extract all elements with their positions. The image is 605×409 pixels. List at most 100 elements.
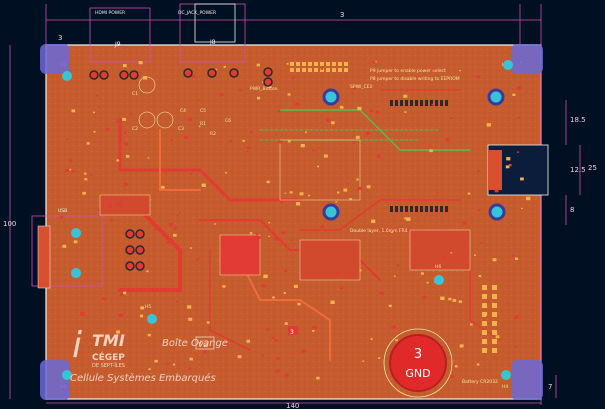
- smd-pad: [393, 275, 396, 277]
- through-hole-pad: [99, 70, 109, 80]
- header-pin: [395, 206, 398, 212]
- smd-pad: [276, 357, 280, 360]
- mount-hole-h3: [62, 370, 72, 380]
- smd-pad: [308, 194, 311, 197]
- smd-pad: [242, 139, 245, 142]
- smd-pad: [448, 297, 452, 301]
- smd-pad: [518, 116, 520, 119]
- smd-pad: [365, 131, 370, 136]
- smd-pad: [289, 191, 293, 194]
- smd-pad: [222, 261, 224, 264]
- header-pin: [492, 339, 497, 344]
- component-ic-2: [299, 239, 361, 281]
- dim-left-3-value: 3: [58, 34, 62, 42]
- smd-pad: [277, 110, 281, 113]
- smd-pad: [343, 188, 348, 192]
- smd-pad: [98, 106, 101, 108]
- smd-pad: [505, 165, 510, 169]
- smd-pad: [429, 149, 433, 153]
- header-pin: [320, 68, 324, 72]
- smd-pad: [275, 369, 280, 373]
- smd-pad: [506, 157, 511, 161]
- j9-top-label: HDMI POWER: [95, 10, 125, 16]
- smd-pad: [82, 191, 86, 195]
- smd-pad: [359, 269, 362, 272]
- through-hole-pad: [89, 70, 99, 80]
- smd-pad: [229, 140, 232, 142]
- smd-pad: [370, 338, 373, 341]
- smd-pad: [477, 170, 480, 172]
- smd-pad: [512, 254, 515, 257]
- usb-label: USB: [58, 208, 67, 214]
- smd-pad: [492, 258, 497, 262]
- mount-hole-h4: [501, 370, 511, 380]
- smd-pad: [223, 65, 226, 68]
- header-pin: [425, 206, 428, 212]
- through-hole-pad: [263, 77, 273, 87]
- smd-pad: [191, 74, 196, 78]
- through-hole-pad: [129, 70, 139, 80]
- smd-pad: [257, 236, 261, 239]
- trace-signal-5: [159, 129, 201, 191]
- header-pin: [405, 206, 408, 212]
- note-jumper-2: P8 jumper to disable writing to EEPROM: [370, 76, 460, 82]
- smd-pad: [129, 113, 133, 116]
- header-pin: [415, 100, 418, 106]
- header-top: [290, 62, 348, 72]
- smd-pad: [476, 363, 480, 366]
- smd-pad: [286, 63, 289, 65]
- logo-cegep: CÉGEP: [92, 351, 125, 363]
- c3-label: C3: [178, 126, 184, 132]
- smd-pad: [69, 168, 72, 171]
- c5-label: C5: [200, 108, 206, 114]
- smd-pad: [476, 75, 480, 78]
- smd-pad: [486, 316, 488, 318]
- smd-pad: [467, 192, 471, 195]
- dim-width-value: 140: [286, 402, 299, 409]
- smd-pad: [84, 172, 87, 175]
- smd-pad: [290, 239, 293, 241]
- smd-pad: [280, 201, 284, 204]
- corner-pad-tr: [511, 44, 543, 74]
- smd-pad: [173, 233, 177, 237]
- battery-number: 3: [414, 347, 422, 362]
- trace-signal-2: [239, 259, 331, 361]
- smd-pad: [123, 291, 127, 295]
- battery-outline: [383, 328, 453, 398]
- smd-pad: [201, 183, 206, 187]
- smd-pad: [284, 322, 288, 325]
- smd-pad: [353, 87, 356, 90]
- smd-pad: [449, 375, 454, 378]
- smd-pad: [71, 170, 75, 173]
- header-pin: [492, 294, 497, 299]
- through-hole-pad: [125, 261, 135, 271]
- header-pin: [482, 348, 487, 353]
- trace-signal-6: [209, 249, 251, 351]
- smd-pad: [118, 313, 123, 318]
- smd-pad: [445, 137, 450, 142]
- smd-pad: [122, 117, 126, 121]
- header-pin: [390, 206, 393, 212]
- smd-pad: [352, 141, 356, 144]
- smd-pad: [255, 233, 259, 236]
- smd-pad: [222, 285, 226, 288]
- board-subtitle: Cellule Systèmes Embarqués: [70, 372, 216, 384]
- smd-pad: [297, 302, 301, 306]
- header-pin: [405, 100, 408, 106]
- smd-pad: [301, 349, 306, 353]
- smd-pad: [123, 131, 127, 134]
- board-version: v2: [198, 340, 209, 350]
- smd-pad: [452, 299, 457, 302]
- top-connectors: J9 J8 HDMI POWER DC_JACK_POWER: [89, 3, 246, 63]
- logo-i: i: [72, 325, 82, 366]
- smd-pad: [185, 366, 187, 368]
- smd-pad: [292, 76, 295, 79]
- smd-pad: [462, 221, 467, 225]
- smd-pad: [369, 84, 372, 87]
- corner-pad-tl: [40, 44, 70, 74]
- header-pin: [344, 62, 348, 66]
- smd-pad: [172, 342, 176, 346]
- smd-pad: [176, 214, 179, 216]
- usb-shell: [37, 225, 51, 289]
- smd-pad: [110, 218, 114, 222]
